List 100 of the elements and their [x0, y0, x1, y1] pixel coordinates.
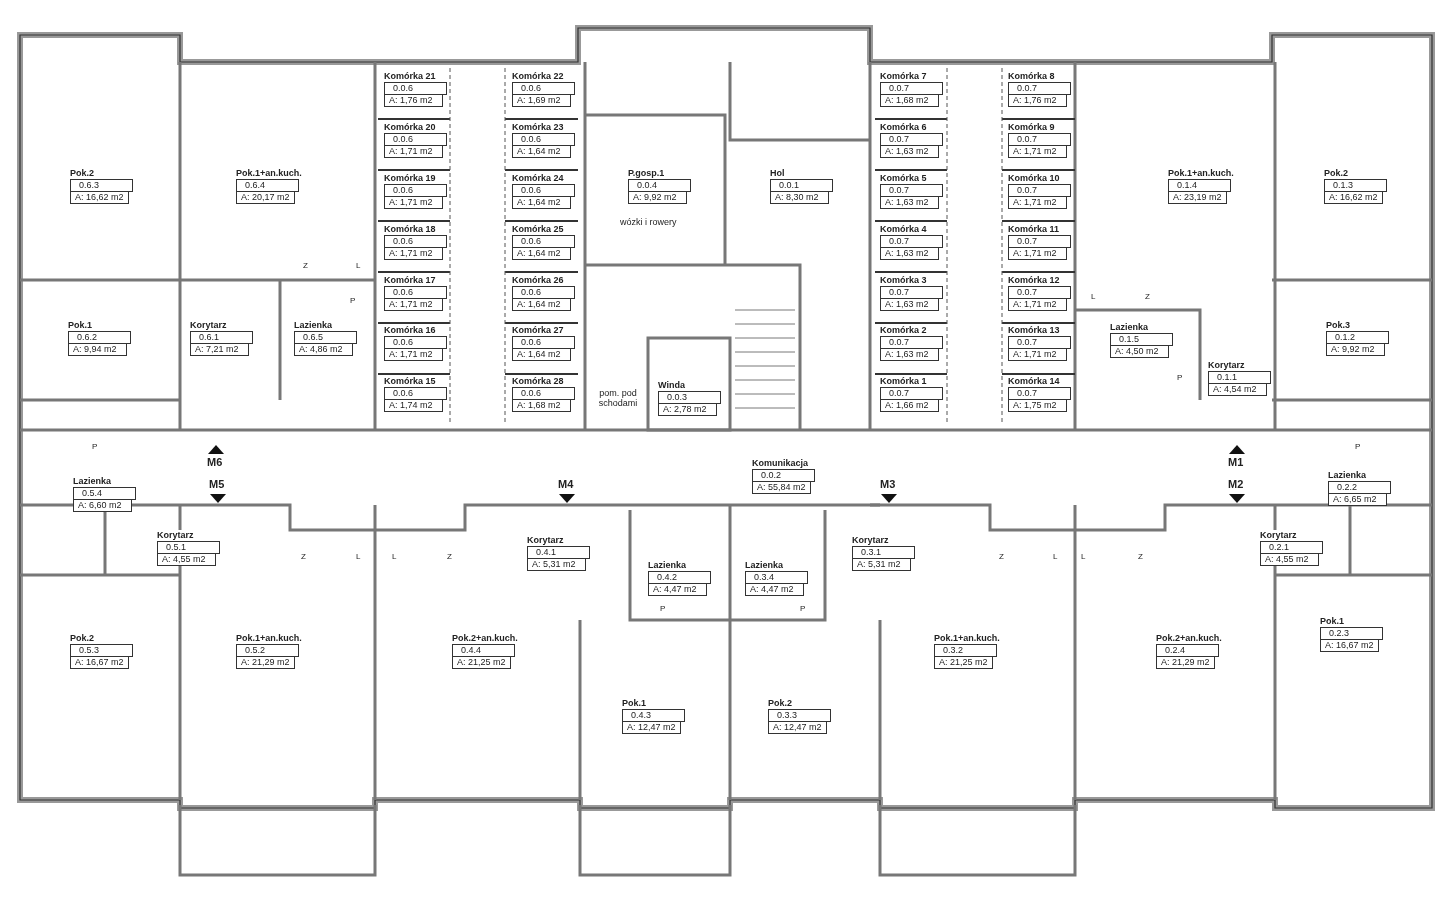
- room-name: Komórka 15: [384, 376, 436, 387]
- room-area: A: 1,76 m2: [1008, 95, 1067, 107]
- room-name: Pok.1: [1320, 616, 1344, 627]
- room-area: A: 21,29 m2: [1156, 657, 1215, 669]
- room-area: A: 1,71 m2: [384, 146, 443, 158]
- room-number: 0.0.7: [1008, 286, 1071, 299]
- room-number: 0.0.7: [1008, 235, 1071, 248]
- room-name: Pok.2: [70, 633, 94, 644]
- room-number: 0.6.5: [294, 331, 357, 344]
- room-number: 0.4.4: [452, 644, 515, 657]
- room-area: A: 16,62 m2: [70, 192, 129, 204]
- room-area: A: 1,68 m2: [880, 95, 939, 107]
- section-marker-label: M6: [207, 456, 223, 468]
- room-name: Pok.1+an.kuch.: [236, 633, 302, 644]
- room-number: 0.4.3: [622, 709, 685, 722]
- room-area: A: 1,63 m2: [880, 299, 939, 311]
- room-number: 0.4.2: [648, 571, 711, 584]
- room-name: Lazienka: [1110, 322, 1149, 333]
- appliance-letter: L: [356, 552, 361, 561]
- room-area: A: 9,92 m2: [628, 192, 687, 204]
- appliance-letter: Z: [301, 552, 306, 561]
- room-area: A: 6,65 m2: [1328, 494, 1387, 506]
- room-name: Winda: [658, 380, 685, 391]
- room-name: Komórka 24: [512, 173, 564, 184]
- room-area: A: 1,64 m2: [512, 248, 571, 260]
- room-area: A: 4,86 m2: [294, 344, 353, 356]
- room-area: A: 1,71 m2: [384, 197, 443, 209]
- room-number: 0.2.1: [1260, 541, 1323, 554]
- room-name: Komórka 2: [880, 325, 927, 336]
- room-area: A: 6,60 m2: [73, 500, 132, 512]
- appliance-letter: P: [800, 604, 806, 613]
- appliance-letter: P: [92, 442, 98, 451]
- room-area: A: 1,64 m2: [512, 197, 571, 209]
- section-marker-label: M1: [1228, 456, 1244, 468]
- room-number: 0.6.1: [190, 331, 253, 344]
- room-name: Komórka 6: [880, 122, 927, 133]
- room-name: Komórka 7: [880, 71, 927, 82]
- room-number: 0.0.6: [384, 387, 447, 400]
- room-number: 0.0.3: [658, 391, 721, 404]
- room-name: Komórka 11: [1008, 224, 1060, 235]
- room-number: 0.0.4: [628, 179, 691, 192]
- room-name: Komórka 9: [1008, 122, 1055, 133]
- room-area: A: 1,64 m2: [512, 299, 571, 311]
- room-name: Korytarz: [157, 530, 194, 541]
- room-name: Pok.3: [1326, 320, 1350, 331]
- appliance-letter: Z: [1138, 552, 1143, 561]
- room-area: A: 4,55 m2: [157, 554, 216, 566]
- room-area: A: 2,78 m2: [658, 404, 717, 416]
- room-number: 0.5.3: [70, 644, 133, 657]
- room-number: 0.0.7: [880, 184, 943, 197]
- room-number: 0.4.1: [527, 546, 590, 559]
- appliance-letter: P: [660, 604, 666, 613]
- room-note: pom. pod schodami: [597, 388, 639, 408]
- room-area: A: 1,66 m2: [880, 400, 939, 412]
- room-name: Komórka 21: [384, 71, 436, 82]
- appliance-letter: L: [392, 552, 397, 561]
- room-area: A: 1,71 m2: [1008, 349, 1067, 361]
- room-name: Komórka 8: [1008, 71, 1055, 82]
- room-area: A: 1,68 m2: [512, 400, 571, 412]
- room-area: A: 1,63 m2: [880, 248, 939, 260]
- room-name: Pok.1: [622, 698, 646, 709]
- appliance-letter: P: [1177, 373, 1183, 382]
- room-area: A: 23,19 m2: [1168, 192, 1227, 204]
- room-name: Komórka 10: [1008, 173, 1060, 184]
- room-area: A: 1,63 m2: [880, 197, 939, 209]
- room-name: Komórka 12: [1008, 275, 1060, 286]
- room-name: Komórka 23: [512, 122, 564, 133]
- room-note: wózki i rowery: [620, 217, 677, 227]
- room-number: 0.0.7: [1008, 184, 1071, 197]
- room-number: 0.0.7: [880, 387, 943, 400]
- room-name: Pok.2: [768, 698, 792, 709]
- room-area: A: 55,84 m2: [752, 482, 811, 494]
- room-number: 0.0.7: [1008, 133, 1071, 146]
- room-name: Komórka 1: [880, 376, 927, 387]
- room-number: 0.3.1: [852, 546, 915, 559]
- room-name: Pok.2+an.kuch.: [452, 633, 518, 644]
- section-marker-label: M2: [1228, 478, 1244, 490]
- appliance-letter: Z: [1145, 292, 1150, 301]
- room-name: Komunikacja: [752, 458, 809, 469]
- room-area: A: 1,71 m2: [1008, 146, 1067, 158]
- appliance-letter: L: [356, 261, 361, 270]
- room-name: Korytarz: [190, 320, 227, 331]
- room-area: A: 1,71 m2: [1008, 299, 1067, 311]
- appliance-letter: P: [350, 296, 356, 305]
- room-number: 0.1.2: [1326, 331, 1389, 344]
- room-area: A: 9,92 m2: [1326, 344, 1385, 356]
- room-name: Komórka 18: [384, 224, 436, 235]
- appliance-letter: P: [1355, 442, 1361, 451]
- room-area: A: 1,75 m2: [1008, 400, 1067, 412]
- room-name: Korytarz: [852, 535, 889, 546]
- room-number: 0.2.2: [1328, 481, 1391, 494]
- appliance-letter: L: [1053, 552, 1058, 561]
- room-area: A: 4,54 m2: [1208, 384, 1267, 396]
- room-number: 0.0.6: [512, 286, 575, 299]
- room-name: Komórka 27: [512, 325, 564, 336]
- section-marker-label: M4: [558, 478, 574, 490]
- room-number: 0.0.6: [512, 235, 575, 248]
- room-name: Komórka 19: [384, 173, 436, 184]
- room-area: A: 9,94 m2: [68, 344, 127, 356]
- room-area: A: 16,62 m2: [1324, 192, 1383, 204]
